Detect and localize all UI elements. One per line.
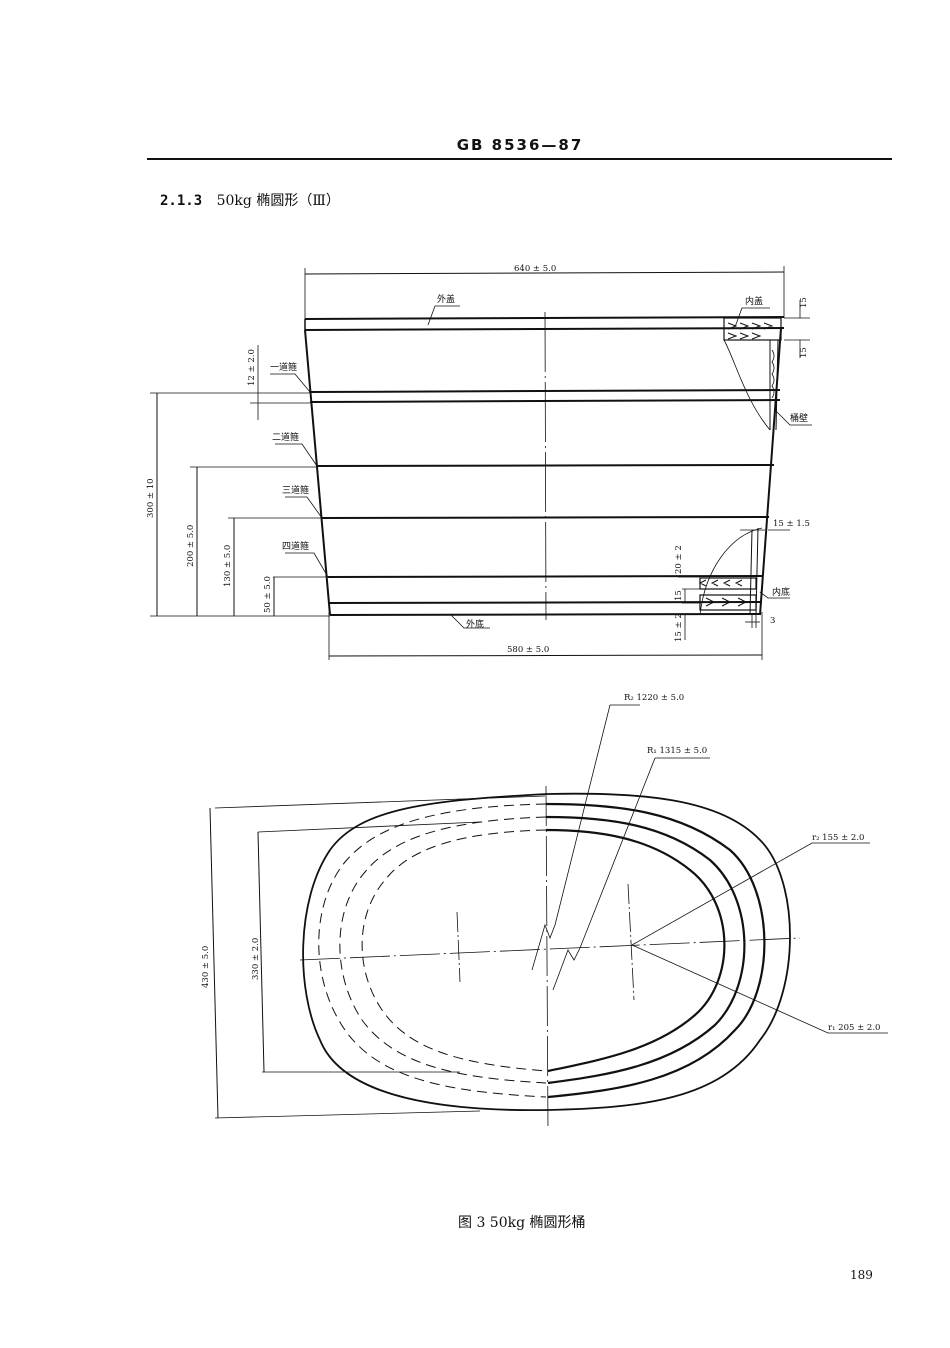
dim-height-130: 130 ± 5.0 — [223, 545, 233, 587]
section-number: 2.1.3 — [160, 193, 203, 209]
label-hoop-1: 一道箍 — [270, 361, 297, 373]
dim-outer-height: 430 ± 5.0 — [201, 946, 211, 988]
dim-wall-thickness: 15 ± 1.5 — [773, 519, 810, 529]
plan-view — [209, 704, 888, 1131]
dim-lid-top: 15 — [799, 297, 809, 308]
dim-inner-bottom-gap: 20 ± 2 — [674, 545, 684, 574]
dim-height-50: 50 ± 5.0 — [263, 576, 273, 613]
dim-bottom-gap: 15 — [674, 590, 684, 601]
section-title: 50kg 椭圆形（Ⅲ） — [216, 193, 340, 209]
label-outer-lid: 外盖 — [437, 293, 455, 305]
label-hoop-4: 四道箍 — [282, 540, 309, 552]
figure-caption: 图 3 50kg 椭圆形桶 — [458, 1215, 586, 1231]
dim-r2: r₂ 155 ± 2.0 — [812, 833, 864, 843]
label-inner-lid: 内盖 — [745, 295, 763, 307]
dim-top-width: 640 ± 5.0 — [514, 264, 556, 274]
dim-height-300: 300 ± 10 — [146, 478, 156, 518]
label-hoop-3: 三道箍 — [282, 484, 309, 496]
header-divider — [147, 158, 892, 160]
label-inner-bottom: 内底 — [772, 586, 790, 598]
dim-R1: R₁ 1315 ± 5.0 — [647, 746, 707, 756]
dim-lid-bottom: 15 — [799, 347, 809, 358]
dim-height-200: 200 ± 5.0 — [186, 525, 196, 567]
page-number: 189 — [850, 1268, 873, 1282]
label-barrel-wall: 桶壁 — [790, 412, 808, 424]
dim-groove: 3 — [770, 616, 775, 626]
dim-r1: r₁ 205 ± 2.0 — [828, 1023, 880, 1033]
standard-header: GB 8536—87 — [456, 136, 584, 154]
dim-R2: R₂ 1220 ± 5.0 — [624, 693, 684, 703]
dim-outer-bottom-thickness: 15 ± 2 — [674, 613, 684, 642]
dim-inner-height: 330 ± 2.0 — [251, 938, 261, 980]
label-hoop-2: 二道箍 — [272, 431, 299, 443]
dim-hoop-width: 12 ± 2.0 — [247, 349, 257, 386]
dim-bottom-width: 580 ± 5.0 — [507, 645, 549, 655]
section-heading: 2.1.3 50kg 椭圆形（Ⅲ） — [160, 190, 340, 210]
front-view — [150, 266, 812, 660]
label-outer-bottom: 外底 — [466, 618, 484, 630]
